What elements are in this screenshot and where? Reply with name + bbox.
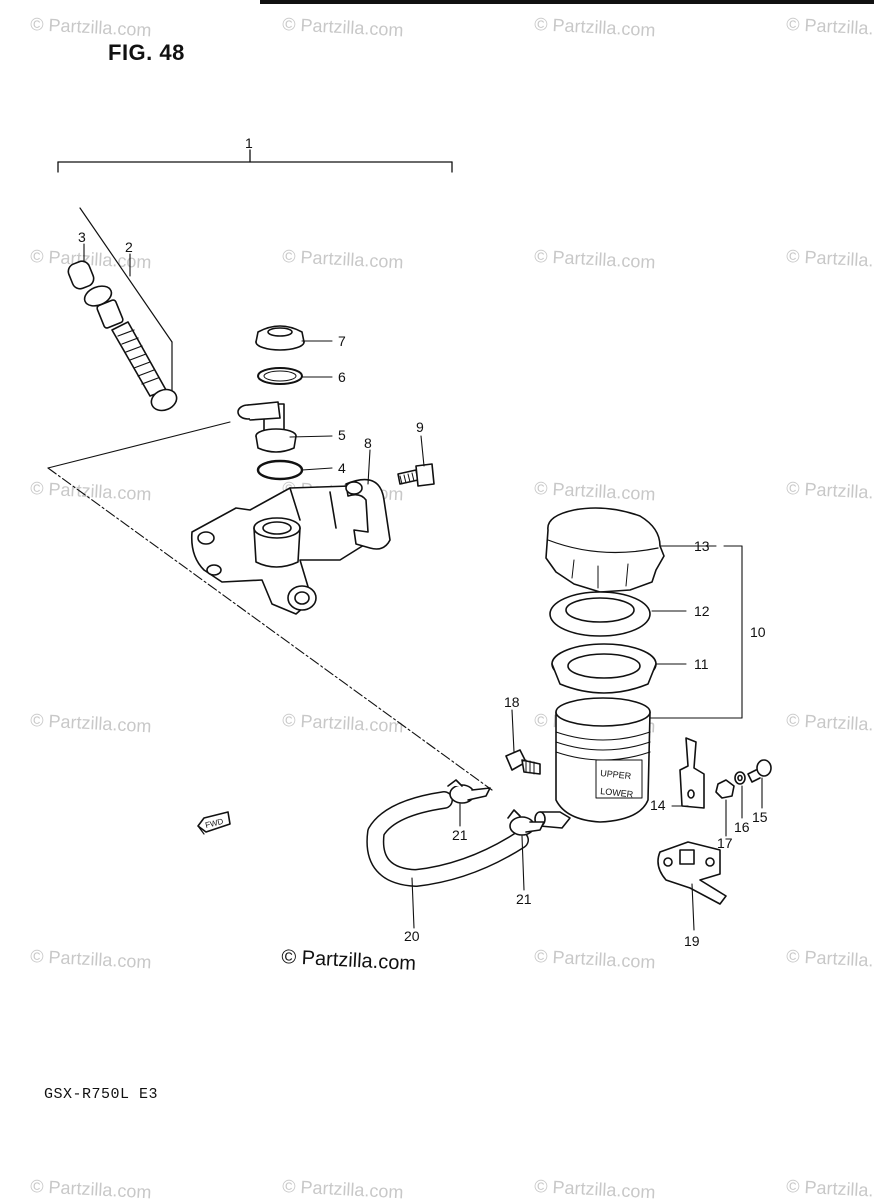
nut-17 [715, 779, 735, 799]
fwd-label: FWD [204, 817, 224, 830]
model-code: GSX-R750L E3 [44, 1086, 159, 1103]
figure-title: FIG. 48 [108, 40, 185, 65]
callout-19: 19 [684, 933, 700, 949]
watermark: © Partzilla.com [30, 1176, 152, 1200]
connector-5 [237, 401, 297, 453]
callout-21: 21 [516, 891, 532, 907]
watermark-layer: © Partzilla.com © Partzilla.com © Partzi… [30, 14, 874, 1200]
watermark: © Partzilla.com [534, 246, 656, 272]
fwd-arrow-icon: FWD [197, 811, 231, 835]
hose-20 [366, 791, 529, 887]
diaphragm-11 [551, 643, 657, 694]
callout-16: 16 [734, 819, 750, 835]
bolt-18 [505, 749, 541, 775]
callout-3: 3 [78, 229, 86, 245]
o-ring-4 [256, 459, 304, 481]
callout-6: 6 [338, 369, 346, 385]
cap-7 [255, 325, 305, 351]
callout-20: 20 [404, 928, 420, 944]
callout-7: 7 [338, 333, 346, 349]
clip-21 [507, 809, 545, 836]
callout-15: 15 [752, 809, 768, 825]
watermark: © Partzilla.com [534, 478, 656, 504]
screw-15 [747, 759, 772, 783]
watermark: © Partzilla.com [30, 946, 152, 972]
callout-21: 21 [452, 827, 468, 843]
leader-lines [83, 243, 763, 931]
assembly-guide-lines [47, 421, 493, 791]
watermark: © Partzilla.com [786, 14, 874, 40]
reservoir-body [534, 697, 651, 829]
watermark: © Partzilla.com [282, 14, 404, 40]
callout-9: 9 [416, 419, 424, 435]
master-cylinder-body [190, 485, 373, 615]
watermark: © Partzilla.com [282, 1176, 404, 1200]
callout-labels: 1 2 3 4 5 6 7 8 9 10 11 12 13 14 15 16 1… [78, 135, 768, 949]
callout-2: 2 [125, 239, 133, 255]
reservoir-cap-13 [545, 507, 665, 593]
watermark: © Partzilla.com [30, 14, 152, 40]
watermark: © Partzilla.com [786, 946, 874, 972]
callout-13: 13 [694, 538, 710, 554]
plate-12 [549, 591, 651, 637]
watermark: © Partzilla.com [282, 246, 404, 272]
scan-top-edge [260, 0, 874, 4]
callout-18: 18 [504, 694, 520, 710]
callout-8: 8 [364, 435, 372, 451]
reservoir-upper-mark: UPPER [600, 768, 632, 781]
callout-1: 1 [245, 135, 253, 151]
callout-17: 17 [717, 835, 733, 851]
watermark: © Partzilla.com [30, 710, 152, 736]
bracket-assembly-1 [57, 149, 453, 173]
bracket-14 [679, 737, 705, 809]
watermark: © Partzilla.com [786, 710, 874, 736]
callout-14: 14 [650, 797, 666, 813]
callout-12: 12 [694, 603, 710, 619]
callout-11: 11 [694, 656, 709, 672]
circlip-6 [257, 367, 303, 385]
bolt-9 [397, 463, 435, 487]
piston-assembly [67, 207, 178, 412]
watermark: © Partzilla.com [282, 710, 404, 736]
watermark: © Partzilla.com [534, 14, 656, 40]
watermark: © Partzilla.com [534, 946, 656, 972]
clamp-8 [345, 478, 391, 550]
watermark: © Partzilla.com [786, 246, 874, 272]
clip-21 [447, 779, 491, 804]
watermark: © Partzilla.com [534, 1176, 656, 1200]
watermark: © Partzilla.com [30, 478, 152, 504]
watermark: © Partzilla.com [786, 1176, 874, 1200]
bracket-19 [657, 841, 727, 905]
callout-4: 4 [338, 460, 346, 476]
washer-16 [734, 771, 746, 785]
reservoir-lower-mark: LOWER [600, 786, 634, 799]
callout-5: 5 [338, 427, 346, 443]
callout-10: 10 [750, 624, 766, 640]
watermark: © Partzilla.com [786, 478, 874, 504]
